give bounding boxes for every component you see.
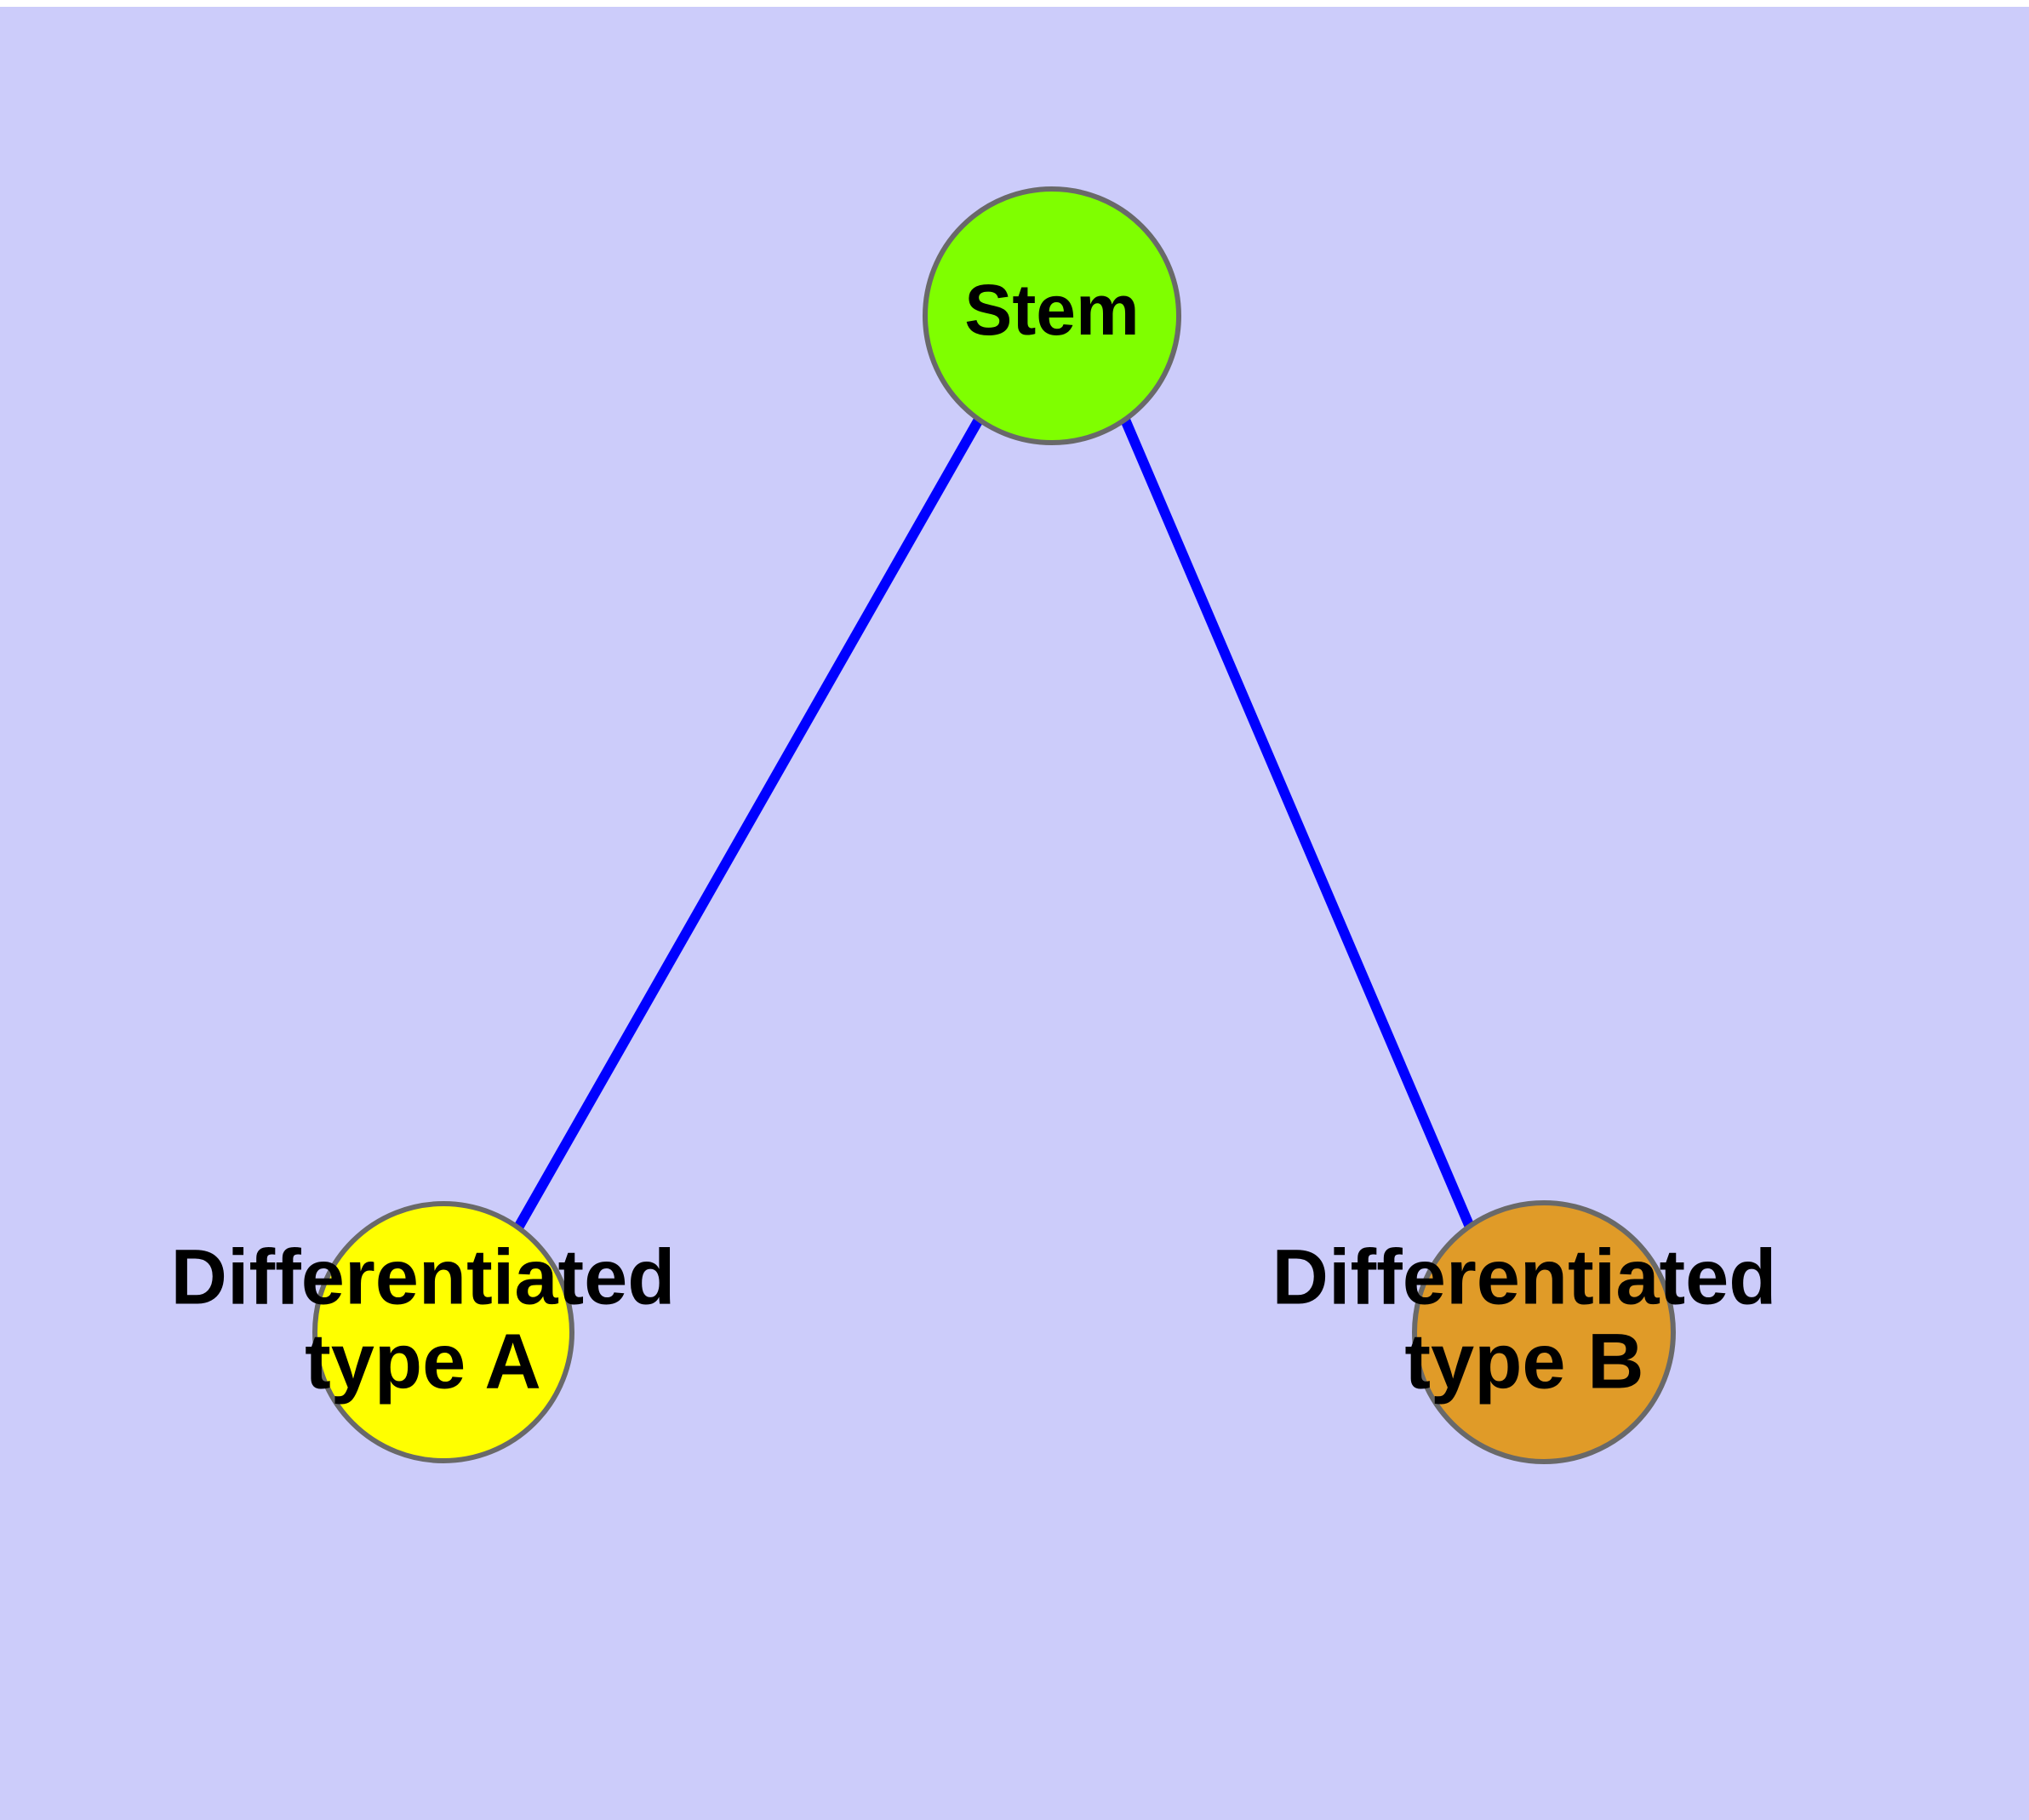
node-label-line: Differentiated: [171, 1234, 676, 1321]
node-label-line: type B: [1404, 1319, 1643, 1405]
node-differentiated-type-b[interactable]: [1412, 1200, 1676, 1464]
node-label-line: Differentiated: [1272, 1234, 1777, 1321]
node-layer: [312, 186, 1676, 1464]
node-label-stem: Stem: [964, 270, 1139, 350]
node-label-line: Stem: [964, 270, 1139, 350]
node-label-line: type A: [305, 1319, 541, 1405]
edge-layer: [513, 417, 1477, 1233]
edge-stem-to-differentiated-type-b[interactable]: [1120, 417, 1477, 1233]
edge-stem-to-differentiated-type-a[interactable]: [513, 417, 984, 1230]
node-differentiated-type-a[interactable]: [312, 1201, 574, 1463]
node-stem[interactable]: [923, 186, 1181, 445]
